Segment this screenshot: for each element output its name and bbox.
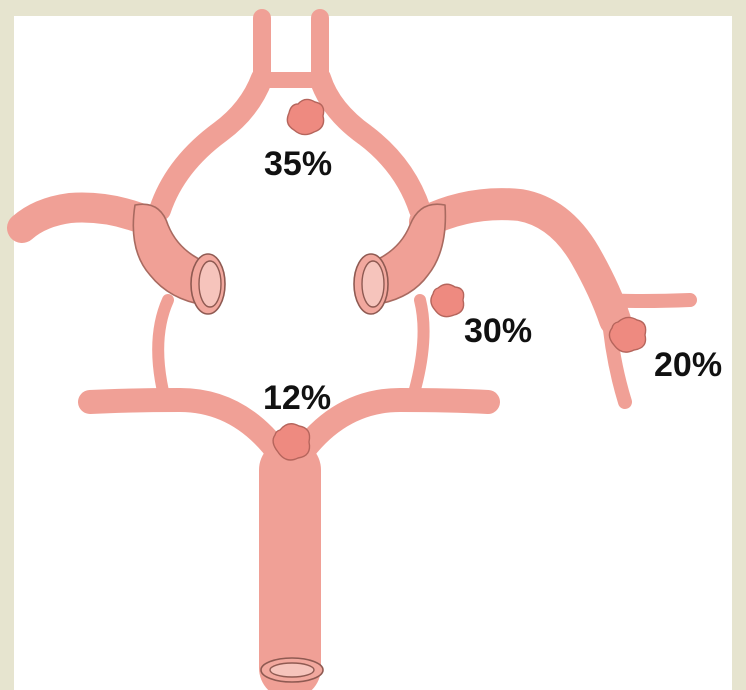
aneurysm-pcom xyxy=(431,284,464,316)
left-posterior-communicating-artery xyxy=(158,300,168,400)
right-internal-carotid-artery-lumen xyxy=(354,254,388,314)
label-mca-percentage: 20% xyxy=(654,346,722,384)
right-posterior-communicating-artery xyxy=(412,300,424,400)
label-basilar-percentage: 12% xyxy=(263,379,331,417)
aneurysm-acom xyxy=(287,99,323,134)
basilar-artery-lumen xyxy=(261,658,323,682)
left-posterior-cerebral-artery xyxy=(90,400,280,455)
left-middle-cerebral-artery xyxy=(22,208,150,228)
anterior-cerebral-arteries xyxy=(262,18,320,80)
left-internal-carotid-artery-lumen xyxy=(191,254,225,314)
left-a1-segment xyxy=(160,78,262,210)
label-acom-percentage: 35% xyxy=(264,145,332,183)
right-a1-segment xyxy=(320,78,420,210)
label-pcom-percentage: 30% xyxy=(464,312,532,350)
right-mca-distal-branch xyxy=(600,300,690,301)
aneurysm-mca xyxy=(609,317,645,352)
